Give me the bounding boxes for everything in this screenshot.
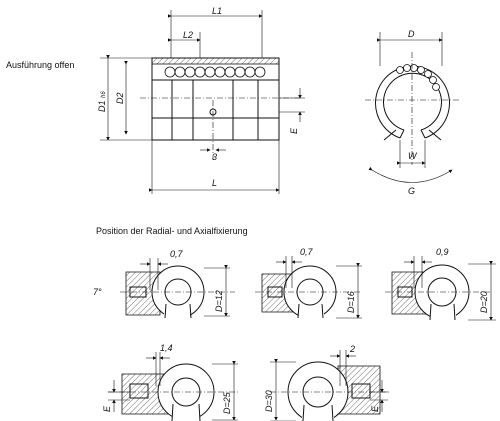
- detail-d30: 2 D=30 E: [264, 344, 390, 421]
- dim-L: L: [212, 178, 217, 188]
- variant-caption: Ausführung offen: [6, 60, 74, 70]
- bearing-side-view: L1 L2: [97, 6, 305, 194]
- dim-D1: D1: [97, 100, 107, 112]
- ball-row: [164, 66, 266, 78]
- detail-d12-angle: 7°: [93, 287, 102, 297]
- detail-d30-offset: 2: [349, 344, 355, 354]
- dim-3: 3: [212, 152, 217, 162]
- dim-D1-tolerance: h6: [101, 91, 107, 98]
- detail-d12-offset: 0,7: [170, 249, 184, 259]
- bearing-end-view: D W G: [365, 29, 460, 196]
- detail-d25-e: E: [102, 405, 112, 412]
- detail-d16: 0,7 D=16: [255, 247, 362, 326]
- detail-d20-diameter: D=20: [479, 291, 489, 313]
- detail-d20-offset: 0,9: [436, 247, 449, 257]
- detail-d25: 1,4 E D=25: [102, 343, 240, 421]
- detail-d25-diameter: D=25: [222, 391, 232, 414]
- dim-L2: L2: [183, 30, 193, 40]
- dim-L1: L1: [212, 6, 222, 16]
- detail-d16-offset: 0,7: [300, 247, 314, 257]
- detail-d25-offset: 1,4: [160, 343, 173, 353]
- dim-D: D: [408, 29, 415, 39]
- detail-d30-e: E: [370, 405, 380, 412]
- detail-d12-diameter: D=12: [214, 290, 224, 312]
- dim-G: G: [408, 186, 415, 196]
- detail-d12: 0,7 7° D=12: [93, 249, 235, 326]
- position-caption: Position der Radial- und Axialfixierung: [96, 226, 248, 236]
- dim-D2: D2: [115, 92, 125, 104]
- detail-d30-diameter: D=30: [264, 390, 274, 412]
- dim-W: W: [408, 151, 418, 161]
- detail-d20: 0,9 D=20: [385, 247, 496, 328]
- dim-E: E: [289, 127, 299, 134]
- detail-d16-diameter: D=16: [346, 291, 356, 313]
